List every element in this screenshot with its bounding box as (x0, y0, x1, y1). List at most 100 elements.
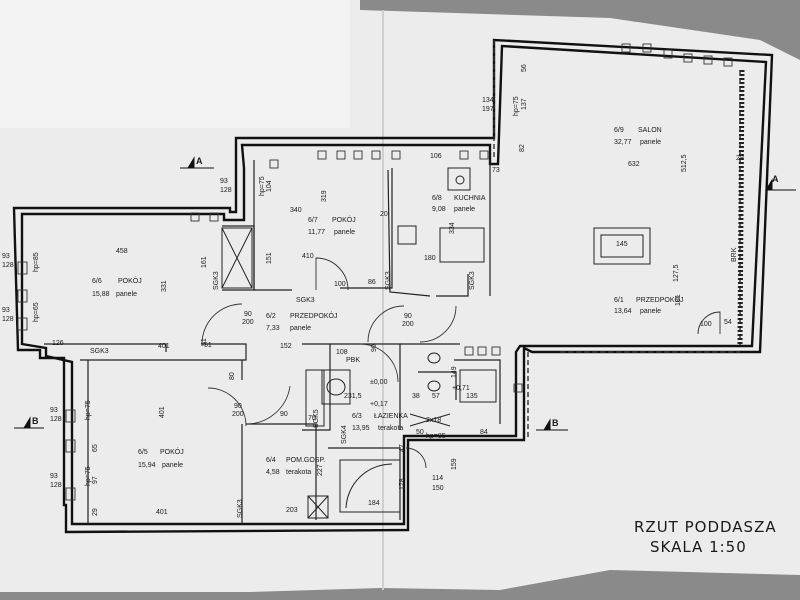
dim-93-c: 93 (2, 307, 10, 314)
code-hp75: hp=75 (85, 466, 92, 486)
room-area: 9,08 (432, 206, 446, 213)
door-height: 200 (402, 321, 414, 328)
room-floor: panele (116, 291, 137, 298)
dim-401-b: 401 (156, 509, 168, 516)
room-floor: panele (640, 139, 661, 146)
dim-000: ±0,00 (370, 379, 388, 386)
room-name: POKÓJ (332, 215, 356, 224)
dim-334: 334 (449, 222, 456, 234)
dim-38: 38 (412, 393, 420, 400)
dim-137: 137 (521, 98, 528, 110)
dim-128-b: 128 (2, 262, 14, 269)
dim-149: 149 (451, 366, 458, 378)
code-sgk5: SGK5 (313, 409, 320, 428)
salon-table (593, 227, 651, 265)
room-name: KUCHNIA (454, 195, 486, 202)
dim-51-b: 51 (201, 338, 208, 346)
code-pbk: PBK (346, 357, 360, 364)
dim-181: 181 (675, 294, 682, 306)
dim-150: 150 (432, 485, 444, 492)
kitchen-sink (447, 167, 471, 191)
room-id: 6/9 (614, 127, 624, 134)
dim-57: 57 (432, 393, 440, 400)
dim-128-c: 128 (2, 316, 14, 323)
dim-340: 340 (290, 207, 302, 214)
dim-104: 104 (266, 180, 273, 192)
dim-331: 331 (161, 280, 168, 292)
title-line-2: SKALA 1:50 (650, 538, 747, 556)
toilet-1 (427, 352, 441, 364)
room-name: POKÓJ (160, 447, 184, 456)
code-sgk3: SGK3 (237, 499, 244, 518)
room-id: 6/3 (352, 413, 362, 420)
code-hp85: hp=85 (33, 252, 40, 272)
stove (397, 225, 417, 245)
dim-93-d: 93 (50, 407, 58, 414)
room-id: 6/5 (138, 449, 148, 456)
code-hp65: hp=65 (33, 302, 40, 322)
door-width: 90 (244, 311, 252, 318)
dim-114: 114 (432, 475, 443, 482)
section-a-left: A (196, 156, 203, 166)
door-width: 80 (229, 372, 236, 380)
dim-512-5: 512,5 (681, 154, 688, 172)
room-id: 6/7 (308, 217, 318, 224)
door-width: 70 (308, 415, 316, 422)
code-sgk3: SGK3 (469, 271, 476, 290)
dim-73: 73 (492, 167, 500, 174)
door-width: 90 (234, 403, 242, 410)
code-hp75: hp=75 (513, 96, 520, 116)
vent-ducts (221, 227, 329, 519)
door-width: 90 (371, 344, 378, 352)
code-hp85: hp=85 (426, 433, 446, 440)
code-hp75: hp=75 (259, 176, 266, 196)
dim-402: 401 (159, 406, 166, 418)
door-width: 100 (334, 281, 346, 288)
room-floor: terakota (378, 425, 403, 432)
dim-152: 152 (280, 343, 292, 350)
dim-126: 126 (52, 340, 64, 347)
door-size-labels: 90 200 90 200 90 200 90 100 90 100 80 70 (229, 281, 712, 422)
dim-159: 159 (451, 458, 458, 470)
dim-231-5: 231,5 (344, 393, 362, 400)
door-height: 200 (232, 411, 244, 418)
door-width: 100 (700, 321, 712, 328)
dim-93-e: 93 (50, 473, 58, 480)
room-floor: terakota (286, 469, 311, 476)
paper-fold (0, 0, 350, 128)
dim-29: 29 (736, 155, 744, 162)
code-sgk3: SGK3 (296, 297, 315, 304)
dim-128-d: 128 (50, 416, 62, 423)
room-id: 6/4 (266, 457, 276, 464)
room-floor: panele (334, 229, 355, 236)
dim-54: 54 (724, 319, 732, 326)
dim-128-e: 128 (50, 482, 62, 489)
code-sgk3: SGK3 (213, 271, 220, 290)
toilet-2 (427, 380, 441, 392)
dim-127-5: 127,5 (673, 264, 680, 282)
kitchen-island (439, 227, 485, 263)
dim-203: 203 (286, 507, 298, 514)
room-floor: panele (290, 325, 311, 332)
room-labels: 6/6 POKÓJ 15,88 panele 6/7 POKÓJ 11,77 p… (92, 127, 683, 476)
dim-108: 108 (336, 349, 348, 356)
room-floor: panele (640, 308, 661, 315)
dim-180: 180 (424, 255, 436, 262)
room-name: ŁAZIENKA (374, 413, 408, 420)
dim-93-a: 93 (220, 178, 228, 185)
brick-wall-hatch (737, 69, 745, 346)
code-2x18: 2x18 (426, 417, 441, 424)
dim-458: 458 (116, 248, 128, 255)
dim-227: 227 (317, 464, 324, 476)
dim-51: 51 (204, 342, 212, 349)
dim-319: 319 (321, 190, 328, 202)
room-area: 7,33 (266, 325, 280, 332)
fixtures (321, 167, 651, 513)
door-swings (201, 257, 721, 469)
code-sgk3: SGK3 (90, 348, 109, 355)
room-name: POKÓJ (118, 276, 142, 285)
room-floor: panele (162, 462, 183, 469)
room-area: 13,95 (352, 425, 370, 432)
dim-20: 20 (380, 211, 388, 218)
